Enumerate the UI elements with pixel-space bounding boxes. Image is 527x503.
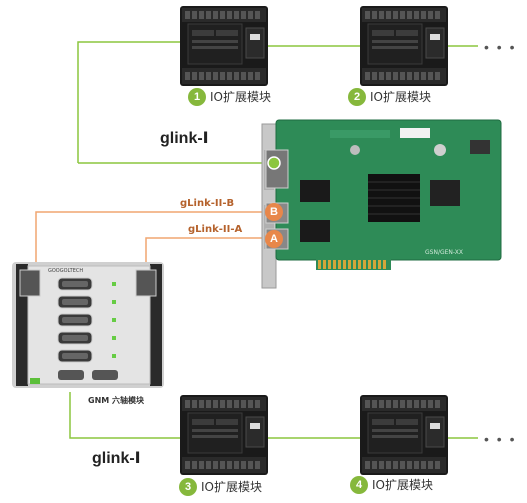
module-2-label: IO扩展模块 <box>370 90 431 104</box>
module-1-number-badge: 1 <box>188 88 206 106</box>
glink-i-port-marker <box>267 156 281 170</box>
io-module-3 <box>179 394 269 476</box>
pcie-card: GSN/GEN-XX <box>261 119 502 289</box>
orange-link-b <box>35 211 265 268</box>
io-module-4 <box>359 394 449 476</box>
port-b-badge: B <box>265 203 283 221</box>
more-modules-bottom: • • • <box>484 431 517 447</box>
module-4-number-badge: 4 <box>350 476 368 494</box>
gnm-module: GOOGOLTECH <box>12 262 164 388</box>
module-1-label: IO扩展模块 <box>210 90 271 104</box>
glink-ii-b-label: gLink-II-B <box>180 198 235 209</box>
glink-i-label-bottom: glink-Ⅰ <box>92 450 141 467</box>
module-3-label: IO扩展模块 <box>201 480 262 494</box>
module-4-label: IO扩展模块 <box>372 478 433 492</box>
io-module-2 <box>359 5 449 87</box>
module-3-number-badge: 3 <box>179 478 197 496</box>
glink-i-label-top: glink-Ⅰ <box>160 130 209 147</box>
green-link-top <box>77 41 180 163</box>
gnm-brand-text: GOOGOLTECH <box>48 268 83 274</box>
more-modules-top: • • • <box>484 39 517 55</box>
io-module-1 <box>179 5 269 87</box>
orange-link-a <box>145 237 265 268</box>
card-model-text: GSN/GEN-XX <box>425 249 463 256</box>
gnm-module-label: GNM 六轴模块 <box>88 396 145 405</box>
green-link-bottom <box>69 392 180 439</box>
port-a-badge: A <box>265 230 283 248</box>
module-2-number-badge: 2 <box>348 88 366 106</box>
glink-ii-a-label: gLink-II-A <box>188 224 243 235</box>
